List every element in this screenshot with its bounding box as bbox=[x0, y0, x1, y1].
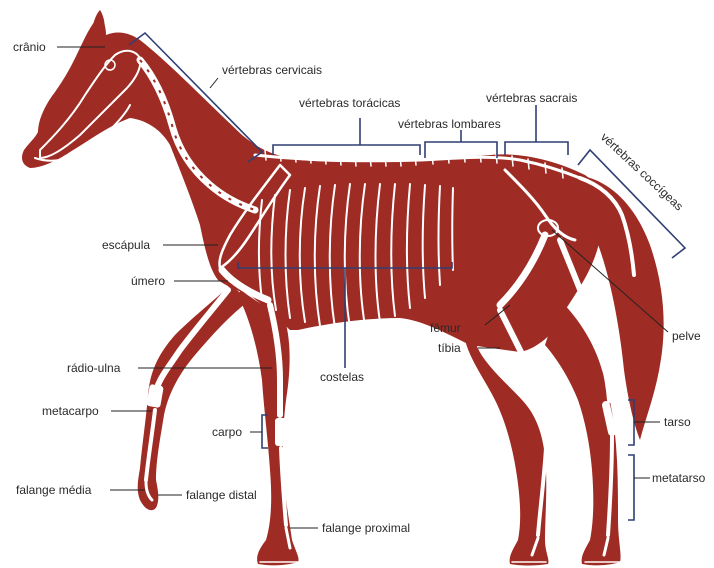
tarsus-near-bone bbox=[544, 422, 548, 445]
horse-ear bbox=[92, 10, 105, 36]
label-metacarpo: metacarpo bbox=[42, 404, 99, 418]
label-costelas: costelas bbox=[320, 370, 364, 384]
label-vertebras-cervicais: vértebras cervicais bbox=[222, 63, 322, 77]
label-umero: úmero bbox=[131, 274, 165, 288]
label-tibia: tíbia bbox=[438, 341, 461, 355]
label-vertebras-toracicas: vértebras torácicas bbox=[299, 96, 400, 110]
label-radio-ulna: rádio-ulna bbox=[67, 361, 121, 375]
label-vertebras-lombares: vértebras lombares bbox=[398, 117, 501, 131]
horse-front-leg-standing bbox=[240, 290, 299, 565]
brace-sacrais bbox=[505, 142, 568, 155]
label-femur: fêmur bbox=[430, 321, 461, 335]
carpus-bone bbox=[275, 418, 287, 446]
label-falange-proximal: falange proximal bbox=[322, 521, 410, 535]
label-pelve: pelve bbox=[672, 329, 701, 343]
label-falange-media: falange média bbox=[16, 483, 92, 497]
label-vertebras-sacrais: vértebras sacrais bbox=[486, 91, 577, 105]
brace-metatarso bbox=[628, 455, 634, 520]
label-escapula: escápula bbox=[102, 238, 150, 252]
label-cranio: crânio bbox=[13, 40, 46, 54]
label-falange-distal: falange distal bbox=[186, 488, 257, 502]
label-metatarso: metatarso bbox=[652, 471, 706, 485]
radius-ulna-raised-bone bbox=[158, 290, 228, 385]
label-tarso: tarso bbox=[664, 415, 691, 429]
leader-cervicais bbox=[210, 78, 218, 88]
label-carpo: carpo bbox=[212, 425, 242, 439]
